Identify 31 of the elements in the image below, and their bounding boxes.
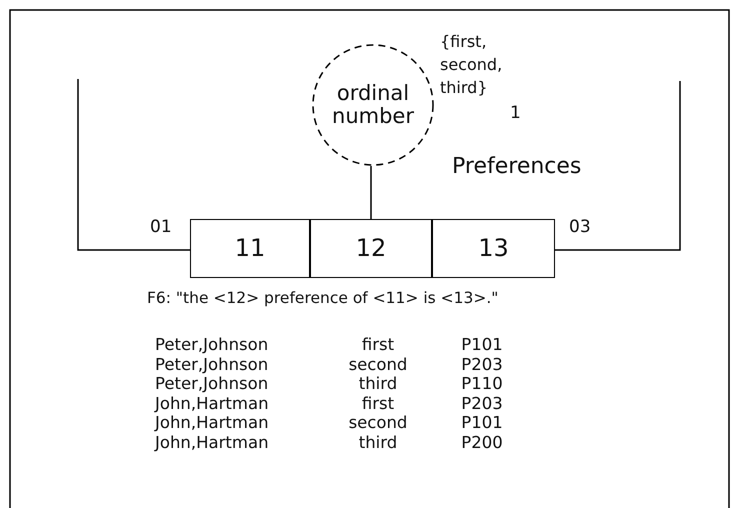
table-cell-text: P101 [460, 336, 504, 355]
table-cell-text: P203 [460, 394, 504, 414]
connector-line [77, 79, 190, 251]
table-cell-text: P101 [460, 414, 504, 434]
table-cell: John,Hartman [155, 434, 269, 453]
table-cell: Peter,Johnson [155, 336, 268, 355]
role-box: 13 [432, 219, 555, 278]
table-cell-text: P203 [460, 356, 504, 375]
fact-type-reading: F6: "the <12> preference of <11> is <13>." [147, 290, 498, 308]
table-cell-text: first [360, 394, 396, 414]
table-cell: Peter,Johnson [155, 356, 268, 375]
table-cell-text: P200 [460, 434, 504, 453]
table-cell-text: second [348, 356, 408, 375]
table-cell-text: P110 [460, 375, 504, 394]
table-cell: Peter,Johnson [155, 375, 268, 394]
role-box: 11 [190, 219, 310, 278]
table-cell: John,Hartman [155, 414, 269, 434]
table-cell-text: third [358, 434, 398, 453]
value-list: {first, second, third} [440, 30, 524, 100]
constraint-number: 1 [510, 104, 521, 124]
object-type-name: ordinal number [331, 82, 415, 128]
table-cell-text: first [360, 336, 396, 355]
table-cell-text: second [348, 414, 408, 434]
fact-type-name: Preferences [452, 154, 582, 180]
table-cell-text: third [358, 375, 398, 394]
connector-line [370, 166, 372, 219]
role-box: 12 [310, 219, 432, 278]
connector-line [555, 81, 681, 251]
role-name: 01 [150, 218, 172, 238]
table-cell: John,Hartman [155, 394, 269, 414]
role-name: 03 [569, 218, 591, 238]
